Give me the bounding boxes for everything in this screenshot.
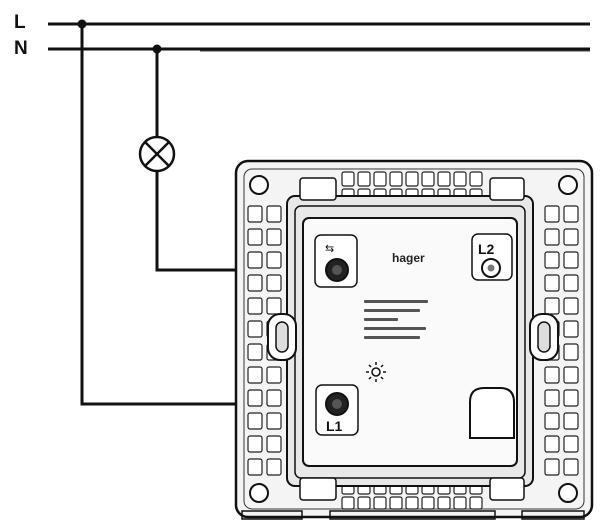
plate-cell — [266, 274, 282, 292]
plate-cell — [563, 205, 579, 223]
line-label: L — [14, 12, 26, 33]
plate-cell — [421, 485, 435, 495]
plate-hole-top-left — [249, 175, 269, 195]
plate-cell — [357, 496, 371, 510]
brand-text: hager — [392, 251, 425, 265]
plate-cell — [563, 320, 579, 338]
plate-cell — [453, 485, 467, 495]
plate-cell — [341, 485, 355, 495]
neutral-label: N — [14, 38, 28, 59]
plate-cell — [373, 496, 387, 510]
plate-cell — [266, 366, 282, 384]
plate-cell — [544, 389, 560, 407]
plate-cell — [405, 171, 419, 187]
plate-cell — [544, 228, 560, 246]
plate-cell — [563, 297, 579, 315]
plate-cell — [341, 496, 355, 510]
plate-cell — [341, 171, 355, 187]
plate-cell — [469, 171, 483, 187]
plate-cell — [563, 366, 579, 384]
plate-cell — [247, 274, 263, 292]
plate-pattern-top — [341, 171, 483, 198]
plate-cell — [247, 435, 263, 453]
plate-cell — [357, 171, 371, 187]
terminal-l1-label: L1 — [326, 418, 343, 434]
plate-cell — [247, 366, 263, 384]
plate-cell — [389, 171, 403, 187]
plate-cell — [247, 389, 263, 407]
plate-cell — [437, 496, 451, 510]
plate-cell — [469, 496, 483, 510]
plate-cell — [405, 485, 419, 495]
plate-cell — [266, 251, 282, 269]
plate-cell — [544, 274, 560, 292]
plate-cell — [544, 205, 560, 223]
plate-cell — [563, 274, 579, 292]
plate-cell — [544, 458, 560, 476]
plate-cell — [247, 412, 263, 430]
plate-cell — [421, 171, 435, 187]
plate-cell — [544, 412, 560, 430]
plate-cell — [357, 485, 371, 495]
terminal-upper-left: ⇆ — [314, 234, 358, 288]
plate-cell — [453, 496, 467, 510]
plate-cell — [437, 485, 451, 495]
plate-hole-bottom-left — [249, 483, 269, 503]
plate-cell — [373, 485, 387, 495]
plate-cell — [544, 435, 560, 453]
plate-cell — [544, 251, 560, 269]
terminal-l1: L1 — [315, 384, 359, 436]
plate-cell — [247, 297, 263, 315]
plate-cell — [373, 171, 387, 187]
plate-cell — [563, 228, 579, 246]
plate-cell — [247, 343, 263, 361]
plate-cell — [563, 251, 579, 269]
plate-hole-top-right — [558, 175, 578, 195]
plate-cell — [563, 412, 579, 430]
plate-cell — [247, 458, 263, 476]
plate-cell — [247, 320, 263, 338]
plate-cell — [247, 205, 263, 223]
sun-led-icon — [366, 362, 386, 382]
plate-cell — [266, 228, 282, 246]
supply-rails: L N — [14, 12, 590, 59]
plate-cell — [453, 171, 467, 187]
plate-cell — [563, 343, 579, 361]
terminal-l2-label: L2 — [478, 241, 495, 257]
plate-cell — [266, 389, 282, 407]
plate-cell — [266, 458, 282, 476]
plate-cell — [266, 205, 282, 223]
plate-cell — [266, 435, 282, 453]
spec-text-block — [364, 300, 428, 339]
plate-hole-bottom-right — [558, 483, 578, 503]
plate-cell — [563, 389, 579, 407]
terminal-lower-right — [469, 387, 515, 439]
plate-pattern-left — [247, 205, 282, 476]
plate-cell — [437, 171, 451, 187]
plate-cell — [247, 251, 263, 269]
plate-cell — [389, 485, 403, 495]
plate-cell — [563, 458, 579, 476]
plate-cell — [266, 297, 282, 315]
plate-cell — [389, 496, 403, 510]
plate-cell — [563, 435, 579, 453]
lamp-icon — [138, 135, 176, 173]
plate-cell — [469, 485, 483, 495]
plate-cell — [544, 366, 560, 384]
line-junction-dot — [77, 19, 87, 29]
neutral-junction-dot — [152, 44, 162, 54]
plate-cell — [266, 412, 282, 430]
terminal-l2: L2 — [471, 233, 513, 281]
plate-cell — [247, 228, 263, 246]
plate-cell — [405, 496, 419, 510]
plate-cell — [421, 496, 435, 510]
plate-pattern-bottom — [341, 485, 483, 510]
plate-cell — [544, 297, 560, 315]
arrow-mark-icon: ⇆ — [325, 242, 334, 255]
